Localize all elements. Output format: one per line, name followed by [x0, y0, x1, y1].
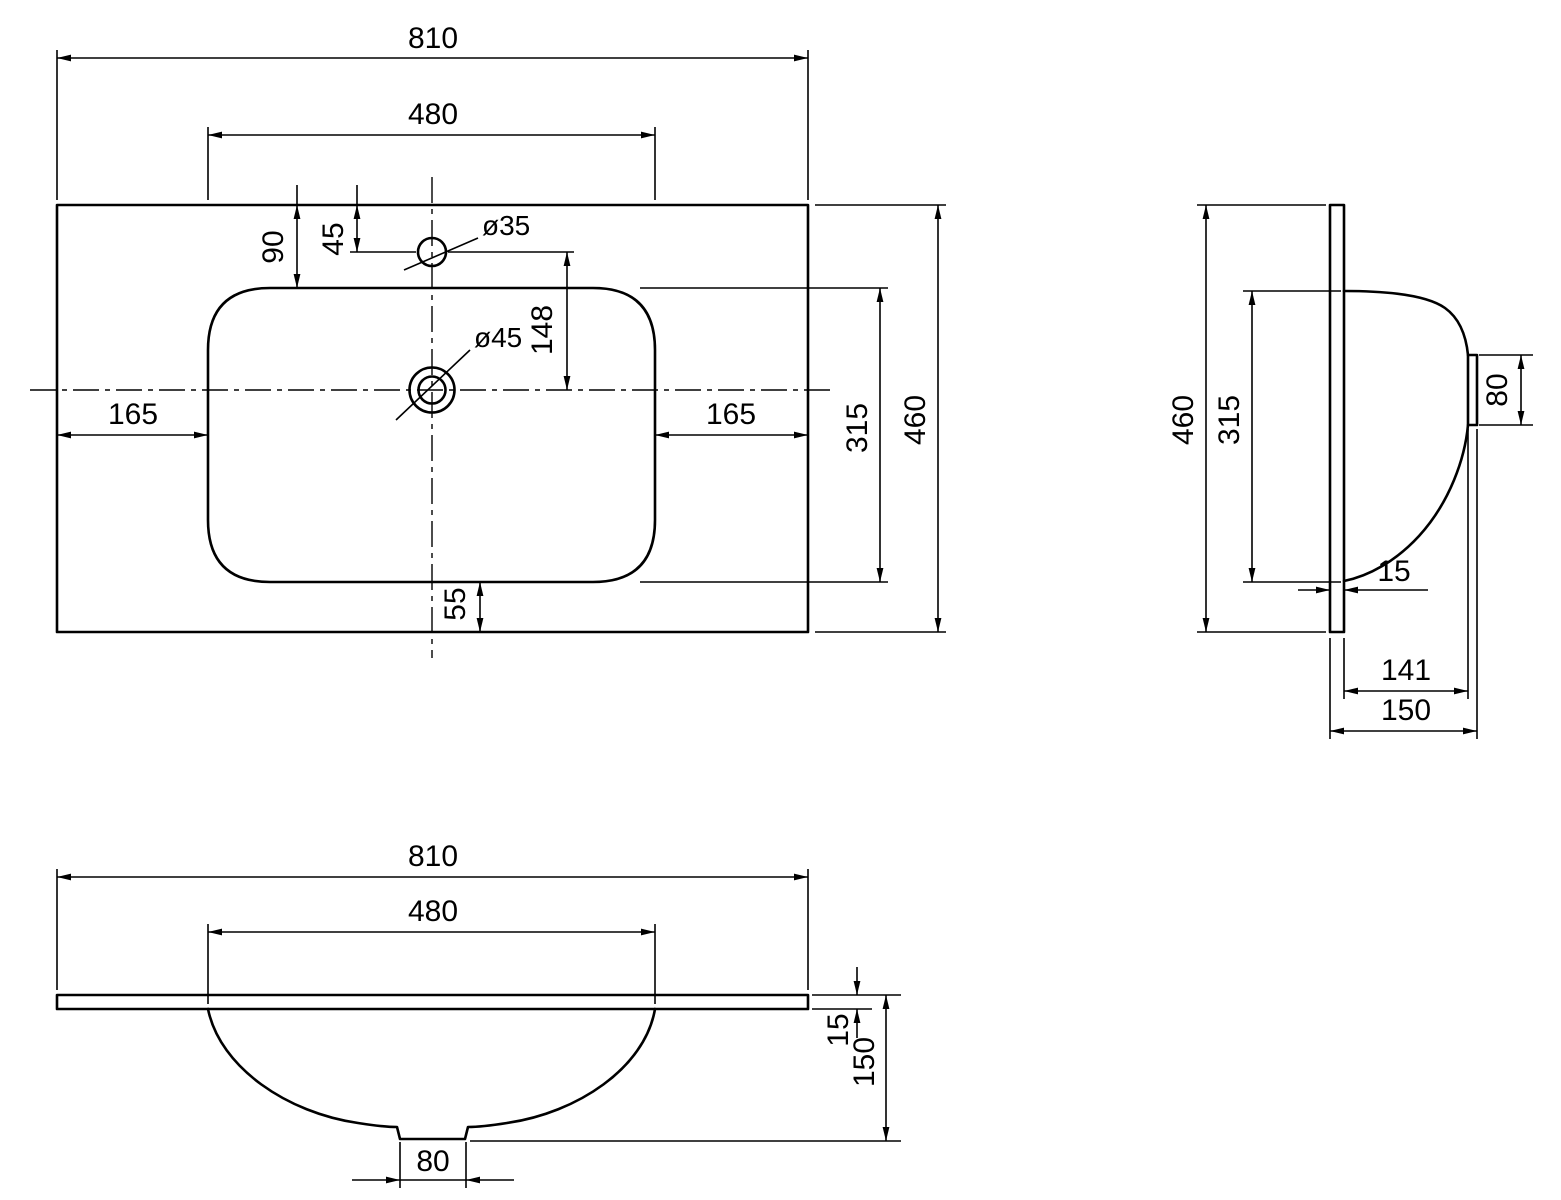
dim-front-drain-width: 80 — [416, 1145, 449, 1178]
dim-plan-basin-width: 480 — [408, 98, 458, 131]
dim-front-basin-width: 480 — [408, 895, 458, 928]
plan-label-drain-hole: ø45 — [395, 322, 522, 421]
outlet-face — [1466, 353, 1479, 427]
dim-front-top-thickness: 15 — [822, 1013, 855, 1046]
dim-plan-overall-depth: 460 — [899, 395, 932, 445]
label-drain-hole-dia: ø45 — [474, 322, 522, 353]
dim-side-overall-depth: 150 — [1381, 694, 1431, 727]
dim-side-bowl-depth: 141 — [1381, 654, 1431, 687]
side-outline — [1328, 203, 1479, 634]
dim-front-overall-height: 150 — [848, 1037, 881, 1087]
faucet-hole-leader — [403, 237, 479, 271]
side-view: 460 315 80 15 141 — [1167, 203, 1533, 739]
plan-dim-left-margin: 165 — [57, 398, 208, 439]
plan-dim-basin-depth: 315 — [640, 287, 888, 583]
front-dim-overall-height: 150 — [470, 995, 901, 1142]
dim-plan-faucet-offset: 45 — [317, 222, 350, 255]
plan-dim-basin-width: 480 — [207, 98, 656, 200]
plan-dim-overall-depth: 460 — [815, 204, 946, 633]
front-dim-top-thickness: 15 — [812, 967, 901, 1047]
plan-dim-overall-width: 810 — [56, 22, 809, 200]
side-dim-outlet-height: 80 — [1479, 354, 1533, 426]
side-dim-bowl-depth: 141 — [1343, 429, 1469, 699]
front-outline — [55, 993, 810, 1141]
dim-plan-faucet-to-drain: 148 — [526, 305, 559, 355]
side-dim-flange-thickness: 15 — [1298, 555, 1428, 594]
front-dim-basin-width: 480 — [207, 895, 656, 1004]
basin-outline — [206, 286, 657, 584]
bowl-profile — [1342, 289, 1470, 583]
dim-plan-overall-width: 810 — [408, 22, 458, 55]
dim-side-basin-height: 315 — [1213, 395, 1246, 445]
back-panel — [1328, 203, 1346, 634]
dim-plan-left-margin: 165 — [108, 398, 158, 431]
dim-side-flange-thickness: 15 — [1377, 555, 1410, 588]
dim-plan-basin-bottom-offset: 55 — [439, 587, 472, 620]
front-dim-drain-width: 80 — [352, 1142, 514, 1188]
plan-view: 810 480 90 45 ø35 148 — [30, 22, 946, 658]
front-view: 810 480 15 150 80 — [55, 840, 901, 1188]
countertop-slab — [55, 993, 810, 1011]
dim-side-outlet-height: 80 — [1481, 373, 1514, 406]
side-dim-overall-height: 460 — [1167, 204, 1326, 633]
plan-label-faucet-hole: ø35 — [403, 210, 530, 271]
bowl-front-profile — [206, 1007, 657, 1141]
drain-hole-leader — [395, 349, 471, 421]
plan-dim-faucet-to-drain: 148 — [448, 251, 574, 390]
dim-plan-basin-depth: 315 — [841, 403, 874, 453]
plan-dim-basin-bottom-offset: 55 — [439, 582, 484, 632]
dim-side-overall-height: 460 — [1167, 395, 1200, 445]
plan-outline — [30, 177, 836, 658]
side-dim-overall-depth: 150 — [1329, 429, 1478, 739]
plan-dim-right-margin: 165 — [655, 398, 808, 439]
plan-dim-basin-top-offset: 90 — [257, 185, 301, 288]
dim-front-overall-width: 810 — [408, 840, 458, 873]
plan-dim-faucet-offset: 45 — [317, 185, 416, 256]
dim-plan-right-margin: 165 — [706, 398, 756, 431]
label-faucet-hole-dia: ø35 — [482, 210, 530, 241]
side-dim-basin-height: 315 — [1213, 290, 1341, 583]
front-dim-overall-width: 810 — [56, 840, 809, 990]
dim-plan-basin-top-offset: 90 — [257, 230, 290, 263]
